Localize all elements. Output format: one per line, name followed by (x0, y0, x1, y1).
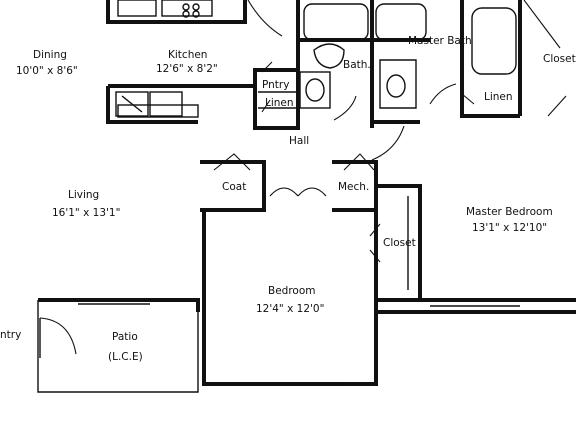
mech-label: Mech. (338, 181, 369, 193)
master-closet-top (518, 0, 567, 117)
kitchen-name: Kitchen (168, 49, 207, 61)
bath-label: Bath. (343, 59, 371, 71)
pntry-label: Pntry (262, 79, 289, 91)
master-bedroom-size: 13'1" x 12'10" (472, 222, 547, 234)
living-size: 16'1" x 13'1" (52, 207, 120, 219)
hall-core (200, 125, 405, 212)
kitchen-size: 12'6" x 8'2" (156, 63, 218, 75)
bedroom (202, 210, 378, 386)
linen-hall-label: Linen (265, 97, 294, 109)
patio (37, 298, 200, 393)
kitchen-top-counter (106, 0, 283, 37)
dining-name: Dining (33, 49, 67, 61)
closet-bed-label: Closet (383, 237, 416, 249)
hall-label: Hall (289, 135, 309, 147)
patio-note: (L.C.E) (108, 351, 143, 363)
bath (296, 0, 374, 128)
master-bath (372, 0, 520, 124)
pantry-linen-cluster (253, 61, 300, 130)
entry-label: ntry (0, 329, 21, 341)
linen-master-label: Linen (484, 91, 513, 103)
patio-name: Patio (112, 331, 138, 343)
master-bath-label: Master Bath (408, 35, 472, 47)
bedroom-size: 12'4" x 12'0" (256, 303, 324, 315)
living-name: Living (68, 189, 99, 201)
coat-label: Coat (222, 181, 246, 193)
closet-top-label: Closet (543, 53, 576, 65)
dining-size: 10'0" x 8'6" (16, 65, 78, 77)
kitchen-sink-counter (106, 84, 255, 124)
master-bedroom-name: Master Bedroom (466, 206, 553, 218)
exterior-walls-right (376, 298, 576, 314)
bedroom-name: Bedroom (268, 285, 316, 297)
